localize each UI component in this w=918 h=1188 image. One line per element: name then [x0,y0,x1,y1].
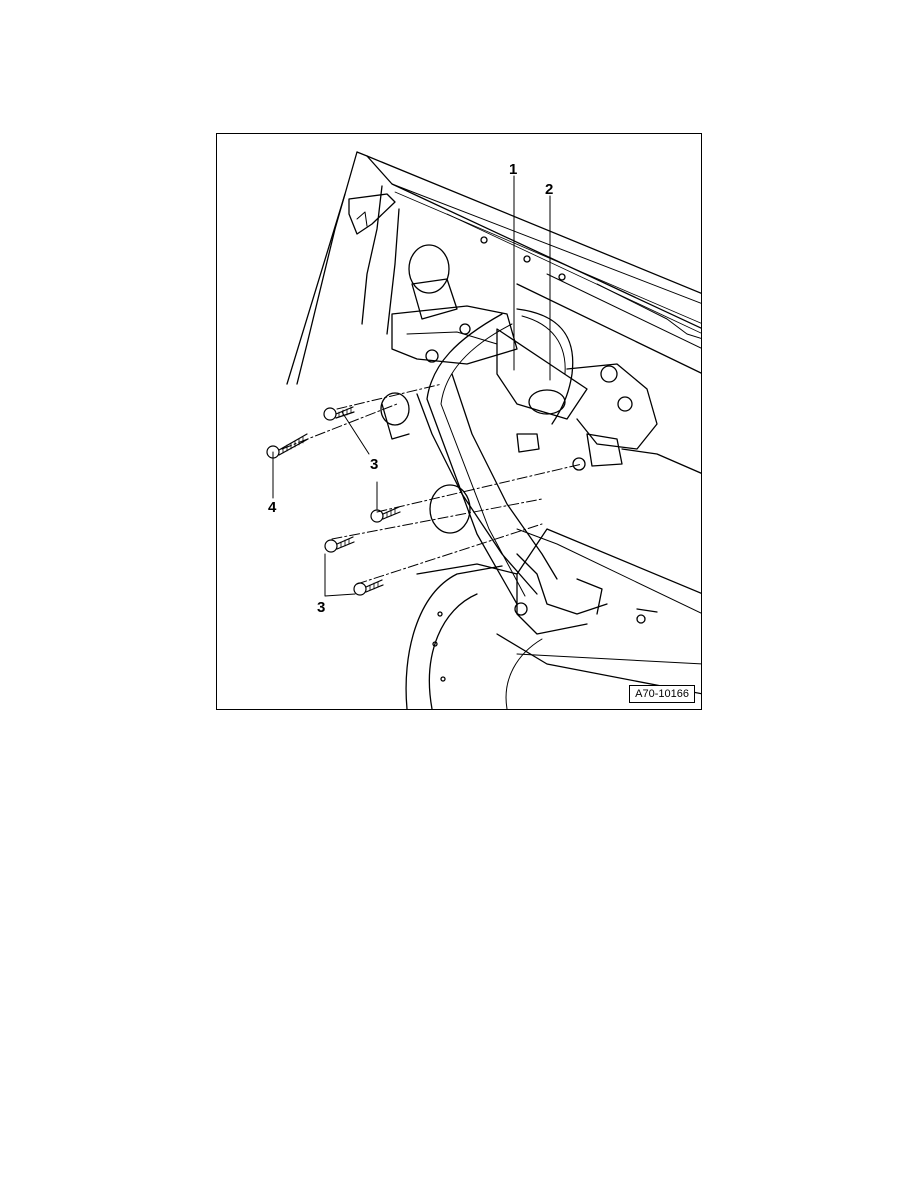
screw-3-low2 [353,579,384,596]
cable [516,308,574,425]
actuator-motor [391,305,518,365]
support-column [416,393,538,595]
screw-3-top [323,406,355,421]
screw-4 [266,433,309,459]
lower-frame [416,528,701,594]
leader-3-bottom [324,553,356,597]
callout-3-upper: 3 [370,456,379,473]
figure-id-label: A70-10166 [629,685,695,703]
screw-3-low1 [324,536,355,553]
leader-3-top [341,411,370,455]
screw-3-mid [370,506,401,523]
tube-cylinder [408,244,450,294]
callout-3-lower: 3 [317,599,326,616]
seat-cushion [405,565,503,709]
callout-1: 1 [509,161,518,178]
callout-4: 4 [268,499,277,516]
seat-frame-drawing [266,151,701,709]
left-upright [296,193,346,385]
technical-illustration: 1 2 3 3 4 A70-10166 [216,133,702,710]
callout-2: 2 [545,181,554,198]
